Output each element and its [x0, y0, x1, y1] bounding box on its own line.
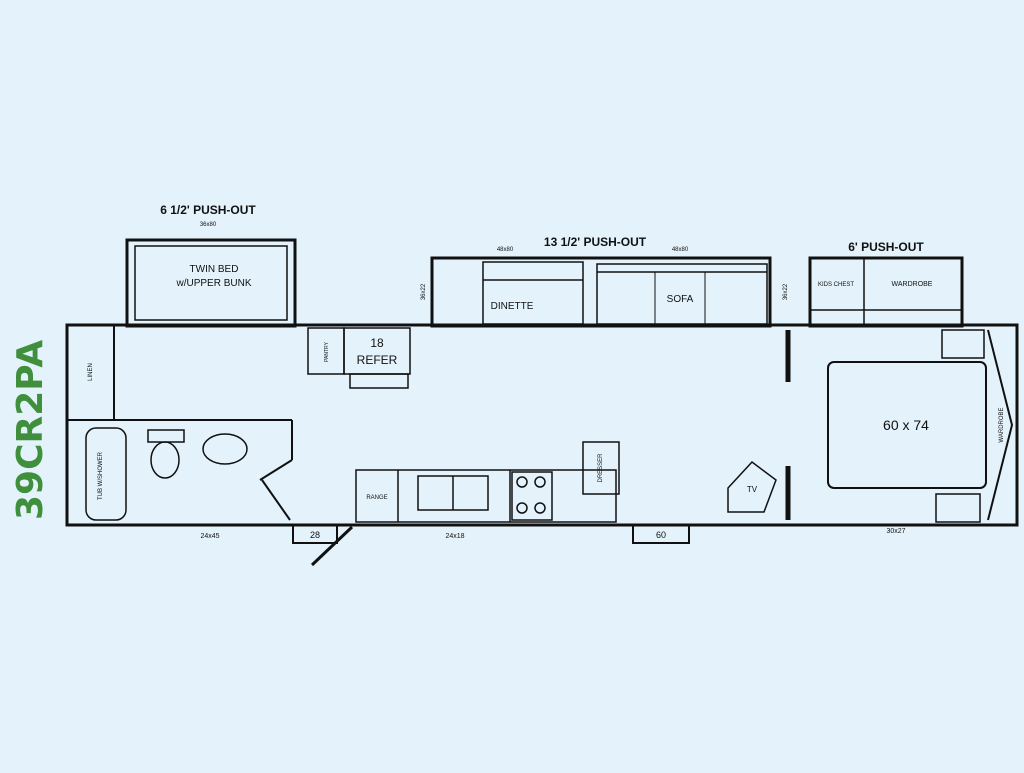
bath-door [259, 459, 293, 481]
center-side-dim-right: 36x22 [783, 283, 789, 300]
burner-1 [516, 476, 528, 488]
center-side-dim-left: 36x22 [421, 283, 427, 300]
twin-bed [134, 245, 288, 321]
bottom-left-dim: 24x45 [200, 533, 219, 540]
refer-label: REFER [357, 353, 398, 367]
wardrobe-label: WARDROBE [892, 281, 933, 288]
center-slideout [430, 256, 772, 328]
kitchen-counter [355, 469, 617, 523]
entry-step [292, 524, 338, 544]
sofa-label: SOFA [667, 294, 694, 305]
kids-chest-label: KIDS CHEST [818, 282, 854, 288]
linen-label: LINEN [88, 363, 94, 381]
dinette-box [482, 261, 584, 325]
nightstand-top [941, 329, 985, 359]
center-dim-left: 48x80 [497, 247, 514, 253]
tub-label: TUB W/SHOWER [98, 451, 104, 500]
pantry-tall [582, 441, 620, 495]
refer-door [349, 373, 409, 389]
twin-bed-label: TWIN BED [190, 264, 239, 275]
left-slideout-title: 6 1/2' PUSH-OUT [160, 203, 256, 217]
sofa-box [596, 263, 768, 325]
pantry-label: PANTRY [324, 341, 330, 361]
burner-2 [534, 476, 546, 488]
corner-tv [727, 460, 777, 513]
dinette-label: DINETTE [491, 301, 534, 312]
range [511, 471, 553, 521]
dresser-label: DRESSER [598, 453, 604, 483]
entry-dim: 28 [310, 530, 320, 540]
bath-door-swing [261, 479, 291, 521]
nightstand-bottom [935, 493, 981, 523]
bed-size: 60 x 74 [883, 417, 929, 433]
front-cap [987, 329, 1014, 521]
range-label: RANGE [366, 495, 387, 501]
bottom-right-dim: 60 [656, 530, 666, 540]
refer-size: 18 [370, 336, 384, 350]
wall-lines [65, 238, 1019, 567]
model-name: 39CR2PA [10, 340, 51, 520]
right-slideout-title: 6' PUSH-OUT [848, 240, 924, 254]
left-slideout-dim: 36x80 [200, 222, 217, 228]
rear-dim: 30x27 [886, 528, 905, 535]
left-slideout [125, 238, 297, 328]
center-slideout-title: 13 1/2' PUSH-OUT [544, 235, 647, 249]
rear-wardrobe-label: WARDROBE [999, 407, 1005, 442]
window-mid-dim: 24x18 [445, 533, 464, 540]
bed [827, 361, 987, 489]
entry-door-swing [310, 525, 354, 567]
lavatory [202, 433, 248, 465]
upper-bunk-label: w/UPPER BUNK [175, 278, 251, 289]
toilet [150, 441, 180, 479]
burner-3 [516, 502, 528, 514]
right-slideout [808, 256, 964, 328]
burner-4 [534, 502, 546, 514]
center-dim-right: 48x80 [672, 247, 689, 253]
bottom-step [632, 524, 690, 544]
tv-label: TV [747, 485, 758, 494]
tub [85, 427, 127, 521]
